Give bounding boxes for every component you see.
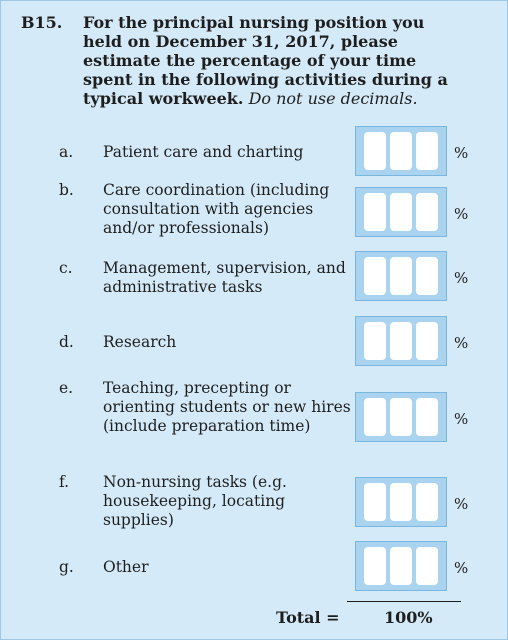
item-c-percent-entry[interactable]: [355, 251, 447, 301]
percent-sign: %: [454, 144, 469, 162]
percent-sign: %: [454, 334, 469, 352]
percent-sign: %: [454, 410, 469, 428]
digit-box[interactable]: [416, 322, 438, 360]
question-number: B15.: [21, 13, 63, 32]
total-value: 100%: [384, 608, 433, 627]
item-letter: g.: [59, 558, 74, 576]
question-prompt: For the principal nursing position you h…: [83, 13, 448, 108]
digit-box[interactable]: [390, 193, 412, 231]
item-d-label: d. Research: [59, 333, 351, 352]
question-instruction: Do not use decimals.: [248, 89, 418, 108]
item-e-percent-entry[interactable]: [355, 392, 447, 442]
item-f-percent-entry[interactable]: [355, 477, 447, 527]
digit-box[interactable]: [364, 257, 386, 295]
item-b-label: b. Care coordination (including consultat…: [59, 181, 351, 238]
digit-box[interactable]: [364, 547, 386, 585]
item-letter: e.: [59, 379, 74, 397]
percent-sign: %: [454, 559, 469, 577]
item-text: Patient care and charting: [103, 143, 304, 161]
item-text: Non-nursing tasks (e.g. housekeeping, lo…: [103, 473, 287, 529]
item-f-label: f. Non-nursing tasks (e.g. housekeeping, …: [59, 473, 351, 530]
item-g-percent-entry[interactable]: [355, 541, 447, 591]
digit-box[interactable]: [416, 483, 438, 521]
item-letter: f.: [59, 473, 70, 491]
digit-box[interactable]: [364, 193, 386, 231]
digit-box[interactable]: [364, 483, 386, 521]
item-text: Management, supervision, and administrat…: [103, 259, 346, 296]
item-g-label: g. Other: [59, 558, 351, 577]
item-e-label: e. Teaching, precepting or orienting stud…: [59, 379, 351, 436]
digit-box[interactable]: [390, 322, 412, 360]
digit-box[interactable]: [364, 398, 386, 436]
question-text: For the principal nursing position you h…: [83, 13, 463, 108]
item-text: Research: [103, 333, 177, 351]
digit-box[interactable]: [416, 132, 438, 170]
percent-sign: %: [454, 205, 469, 223]
item-a-percent-entry[interactable]: [355, 126, 447, 176]
item-text: Care coordination (including consultatio…: [103, 181, 330, 237]
item-letter: b.: [59, 181, 74, 199]
digit-box[interactable]: [390, 257, 412, 295]
digit-box[interactable]: [390, 483, 412, 521]
percent-sign: %: [454, 495, 469, 513]
digit-box[interactable]: [416, 398, 438, 436]
item-d-percent-entry[interactable]: [355, 316, 447, 366]
item-letter: a.: [59, 143, 74, 161]
item-text: Teaching, precepting or orienting studen…: [103, 379, 351, 435]
digit-box[interactable]: [390, 547, 412, 585]
digit-box[interactable]: [390, 132, 412, 170]
item-letter: c.: [59, 259, 73, 277]
item-b-percent-entry[interactable]: [355, 187, 447, 237]
item-text: Other: [103, 558, 149, 576]
digit-box[interactable]: [364, 322, 386, 360]
item-c-label: c. Management, supervision, and administr…: [59, 259, 351, 297]
item-a-label: a. Patient care and charting: [59, 143, 351, 162]
digit-box[interactable]: [364, 132, 386, 170]
total-rule: [347, 601, 461, 602]
digit-box[interactable]: [390, 398, 412, 436]
item-letter: d.: [59, 333, 74, 351]
digit-box[interactable]: [416, 547, 438, 585]
digit-box[interactable]: [416, 193, 438, 231]
digit-box[interactable]: [416, 257, 438, 295]
total-label: Total =: [276, 608, 340, 627]
percent-sign: %: [454, 269, 469, 287]
